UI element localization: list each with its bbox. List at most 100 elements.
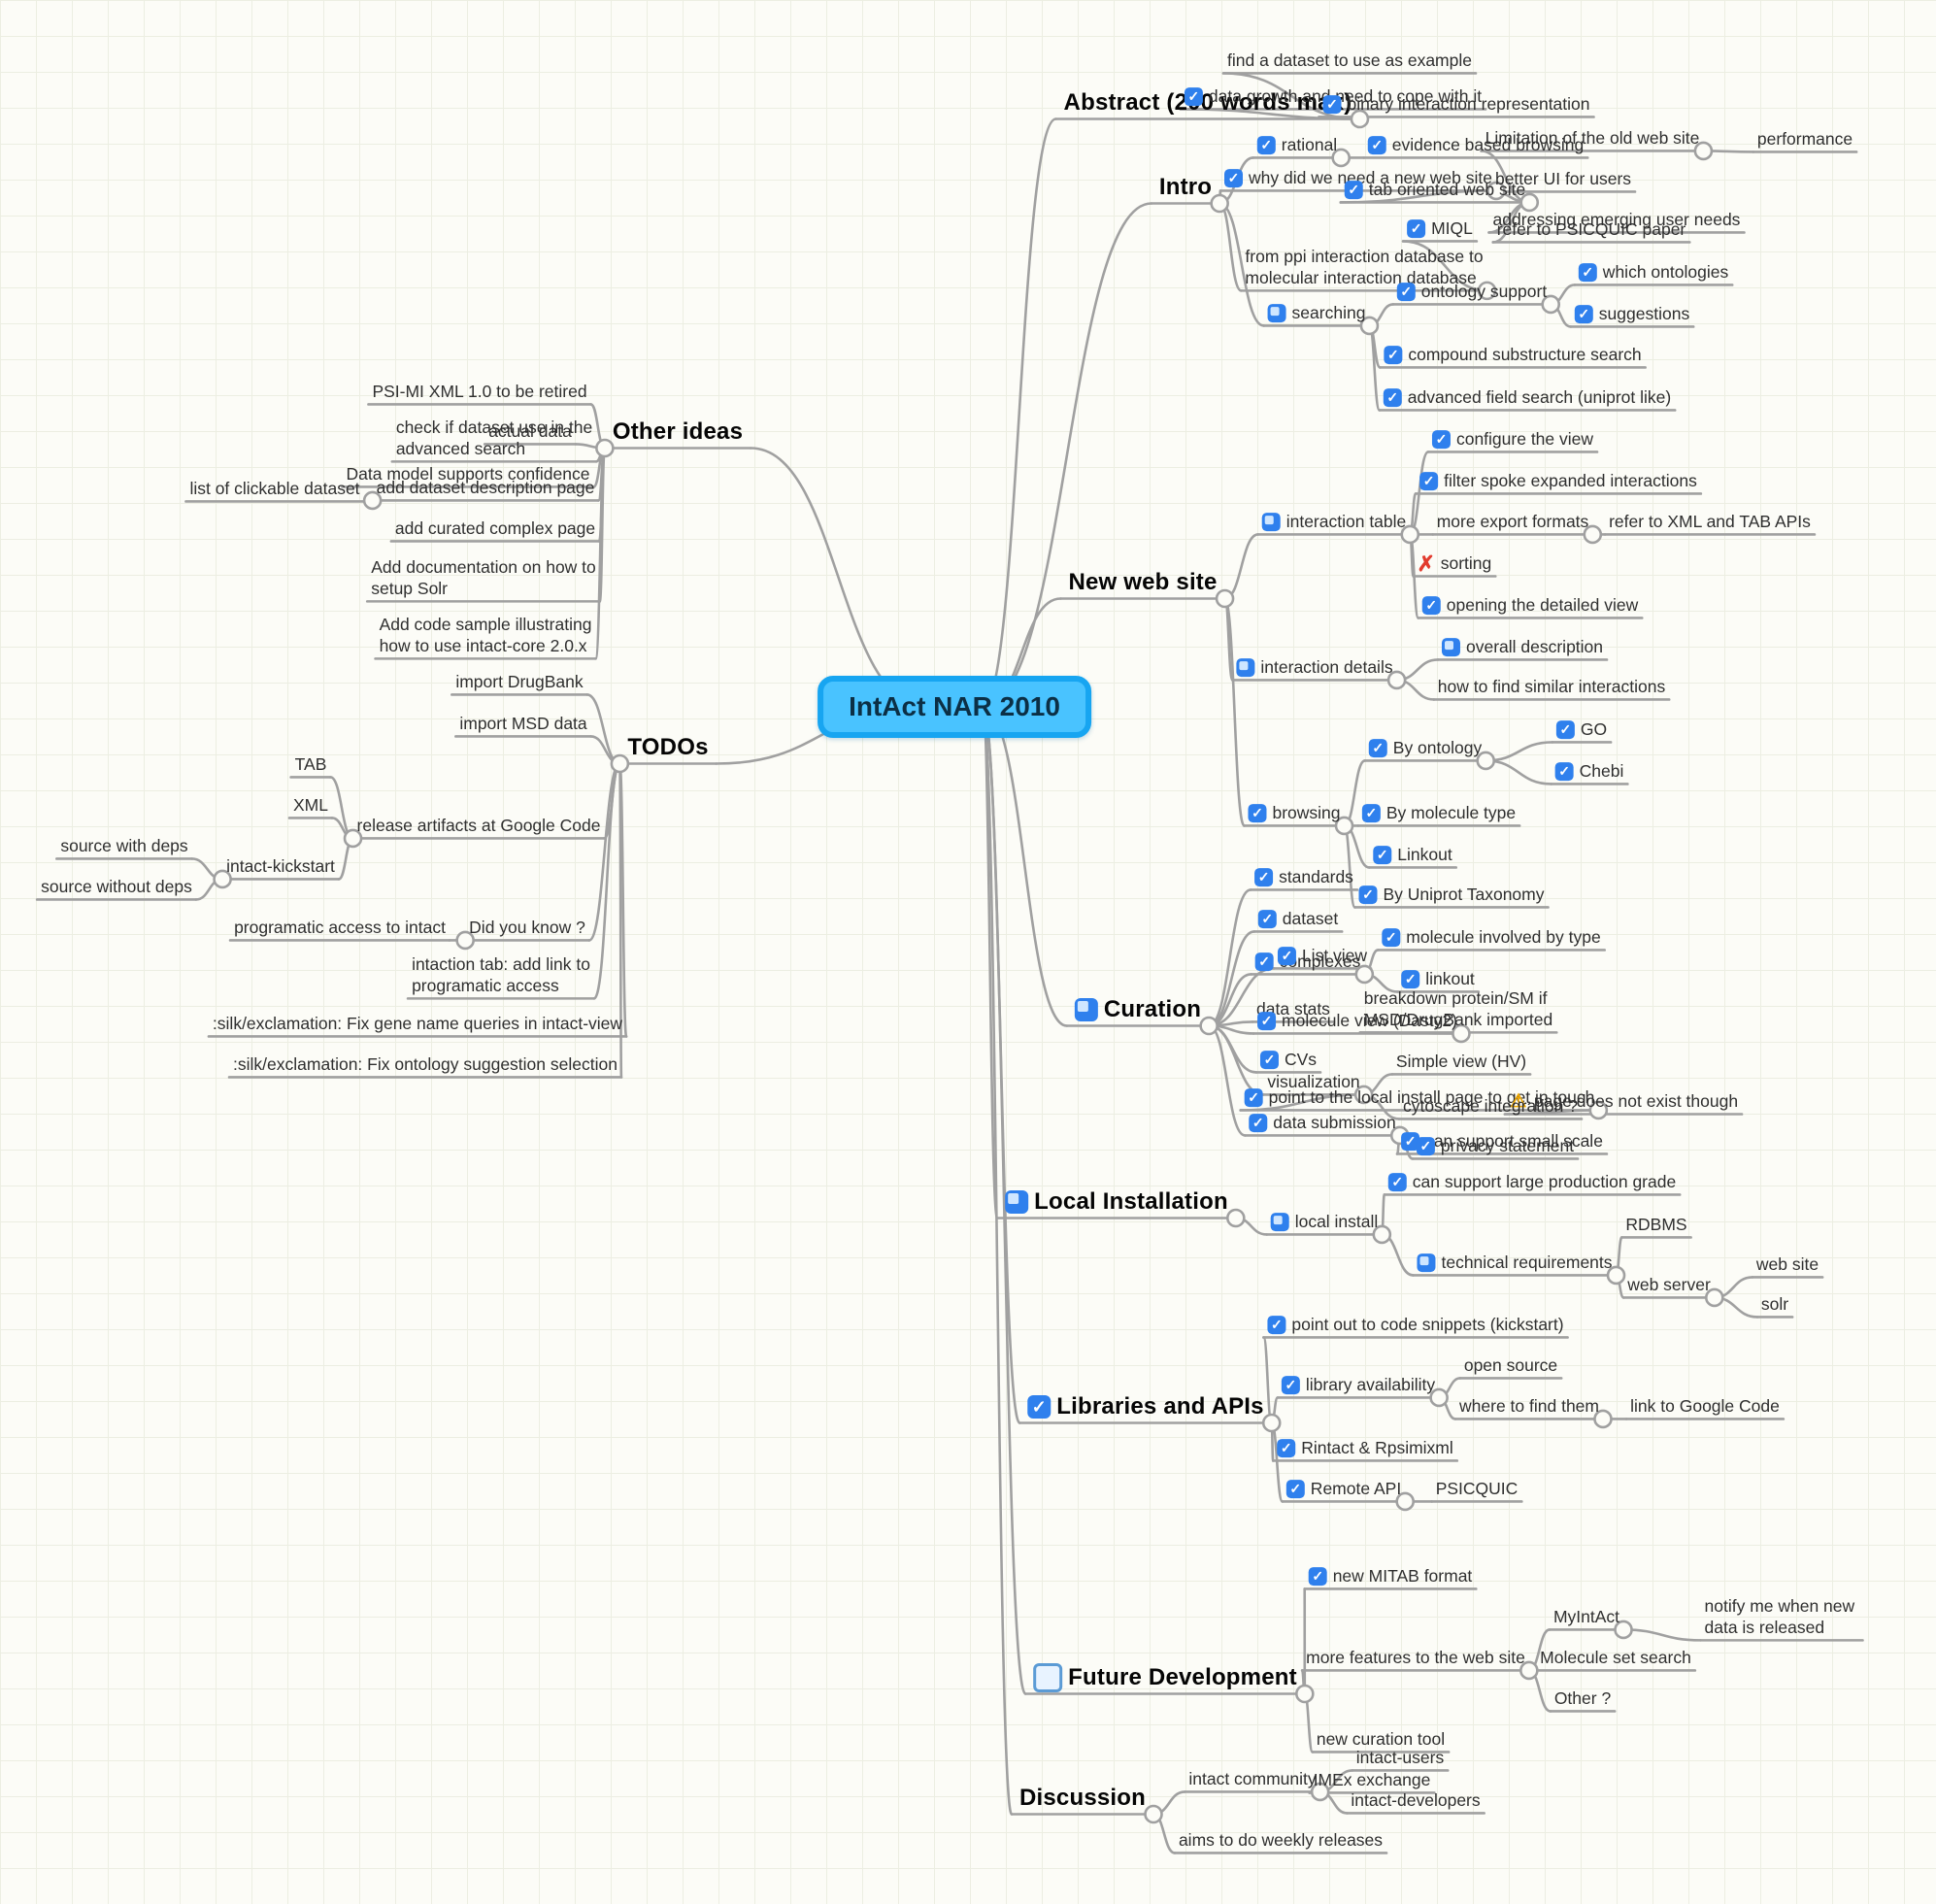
node-suggestions[interactable]: ✓suggestions xyxy=(1574,304,1689,325)
node-complexes[interactable]: ✓complexes xyxy=(1254,952,1360,973)
node-rdbms[interactable]: RDBMS xyxy=(1625,1215,1686,1236)
node-intact-users[interactable]: intact-users xyxy=(1356,1748,1444,1769)
node-add-doc-solr[interactable]: Add documentation on how to setup Solr xyxy=(371,557,596,600)
node-compound-substructure[interactable]: ✓compound substructure search xyxy=(1384,345,1642,366)
node-notify-me[interactable]: notify me when new data is released xyxy=(1705,1596,1859,1639)
node-discussion[interactable]: Discussion xyxy=(1019,1784,1146,1813)
node-todos[interactable]: TODOs xyxy=(627,733,708,762)
node-browsing[interactable]: ✓browsing xyxy=(1248,803,1341,824)
node-how-find-similar[interactable]: how to find similar interactions xyxy=(1438,677,1665,698)
node-interaction-details[interactable]: interaction details xyxy=(1236,657,1393,679)
node-did-you-know[interactable]: Did you know ? xyxy=(469,918,585,939)
node-add-code-sample[interactable]: Add code sample illustrating how to use … xyxy=(380,615,592,657)
node-dataset[interactable]: ✓dataset xyxy=(1257,909,1338,930)
node-evidence-based[interactable]: ✓evidence based browsing xyxy=(1367,135,1584,156)
node-open-source[interactable]: open source xyxy=(1464,1355,1557,1377)
node-curation[interactable]: Curation xyxy=(1074,995,1201,1024)
node-myintact[interactable]: MyIntAct xyxy=(1553,1607,1619,1628)
node-list-view[interactable]: ✓List view xyxy=(1277,946,1367,967)
node-filter-spoke[interactable]: ✓filter spoke expanded interactions xyxy=(1419,471,1697,492)
node-ontology-support[interactable]: ✓ontology support xyxy=(1396,282,1547,303)
node-programatic-access[interactable]: programatic access to intact xyxy=(234,918,446,939)
node-find-dataset[interactable]: find a dataset to use as example xyxy=(1227,50,1472,72)
node-source-with-deps[interactable]: source with deps xyxy=(60,836,187,857)
node-configure-view[interactable]: ✓configure the view xyxy=(1431,429,1593,451)
node-intact-kickstart[interactable]: intact-kickstart xyxy=(226,856,335,878)
node-privacy[interactable]: ✓privacy statement xyxy=(1416,1136,1574,1157)
node-fix-gene[interactable]: :silk/exclamation: Fix gene name queries… xyxy=(213,1014,622,1035)
node-check-dataset[interactable]: check if dataset use in the advanced sea… xyxy=(396,418,592,460)
node-link-google[interactable]: link to Google Code xyxy=(1630,1396,1780,1418)
root-node[interactable]: IntAct NAR 2010 xyxy=(818,676,1091,738)
node-imex-exchange[interactable]: IMEx exchange xyxy=(1314,1770,1431,1791)
node-molecule-view[interactable]: ✓molecule view (Dasty2) xyxy=(1257,1011,1457,1032)
node-by-molecule-type[interactable]: ✓By molecule type xyxy=(1361,803,1516,824)
node-opening-detailed[interactable]: ✓opening the detailed view xyxy=(1421,595,1638,617)
node-chebi[interactable]: ✓Chebi xyxy=(1554,761,1623,783)
node-interaction-table[interactable]: interaction table xyxy=(1261,512,1406,533)
node-new-mitab[interactable]: ✓new MITAB format xyxy=(1308,1566,1472,1587)
node-can-small[interactable]: ✓can support small scale xyxy=(1401,1131,1603,1152)
node-release-artifacts[interactable]: release artifacts at Google Code xyxy=(357,816,601,837)
node-refer-xml-tab[interactable]: refer to XML and TAB APIs xyxy=(1609,512,1811,533)
node-standards[interactable]: ✓standards xyxy=(1254,867,1353,888)
node-add-dataset-desc[interactable]: add dataset description page xyxy=(377,478,595,499)
node-limitation-old[interactable]: Limitation of the old web site xyxy=(1485,128,1700,150)
node-can-large[interactable]: ✓can support large production grade xyxy=(1387,1172,1676,1193)
node-list-clickable[interactable]: list of clickable dataset xyxy=(189,479,359,500)
node-visualization[interactable]: visualization xyxy=(1267,1072,1359,1093)
node-performance[interactable]: performance xyxy=(1757,129,1853,150)
node-miql[interactable]: ✓MIQL xyxy=(1407,218,1473,240)
node-cytoscape[interactable]: cytoscape integration ? xyxy=(1403,1096,1578,1118)
node-point-local[interactable]: ✓point to the local install page to get … xyxy=(1244,1087,1594,1109)
node-better-ui[interactable]: better UI for users xyxy=(1495,169,1631,190)
node-point-code[interactable]: ✓point out to code snippets (kickstart) xyxy=(1267,1315,1564,1336)
node-local-installation[interactable]: Local Installation xyxy=(1005,1187,1228,1217)
node-import-drugbank[interactable]: import DrugBank xyxy=(455,672,583,693)
node-intaction-tab[interactable]: intaction tab: add link to programatic a… xyxy=(412,954,590,997)
node-web-site[interactable]: web site xyxy=(1756,1254,1819,1276)
node-molecule-involved[interactable]: ✓molecule involved by type xyxy=(1382,927,1601,949)
node-rational[interactable]: ✓rational xyxy=(1256,135,1337,156)
node-new-curation-tool[interactable]: new curation tool xyxy=(1317,1729,1445,1751)
node-actual-data[interactable]: actual data xyxy=(488,421,572,443)
node-libraries-apis[interactable]: ✓Libraries and APIs xyxy=(1027,1392,1264,1421)
node-add-curated-complex[interactable]: add curated complex page xyxy=(395,518,595,540)
node-by-ontology[interactable]: ✓By ontology xyxy=(1368,738,1482,759)
node-solr[interactable]: solr xyxy=(1761,1294,1788,1316)
node-other-q[interactable]: Other ? xyxy=(1554,1688,1611,1710)
node-linkout-browsing[interactable]: ✓Linkout xyxy=(1373,845,1452,866)
node-page-not-exist[interactable]: ⚠page does not exist though xyxy=(1509,1091,1738,1113)
node-data-model[interactable]: Data model supports confidence xyxy=(347,464,590,485)
node-sorting[interactable]: ✗sorting xyxy=(1418,551,1492,576)
node-fix-ontology[interactable]: :silk/exclamation: Fix ontology suggesti… xyxy=(233,1054,618,1076)
node-where-find[interactable]: where to find them xyxy=(1459,1396,1599,1418)
node-overall-desc[interactable]: overall description xyxy=(1441,637,1603,658)
node-searching[interactable]: searching xyxy=(1267,303,1365,324)
node-psi-mi-retired[interactable]: PSI-MI XML 1.0 to be retired xyxy=(372,382,586,403)
node-library-avail[interactable]: ✓library availability xyxy=(1281,1375,1435,1396)
node-addressing-needs[interactable]: addressing emerging user needs xyxy=(1493,210,1741,231)
node-linkout-complexes[interactable]: ✓linkout xyxy=(1401,969,1475,990)
node-intact-community[interactable]: intact community xyxy=(1188,1769,1316,1790)
node-psicquic[interactable]: PSICQUIC xyxy=(1436,1479,1519,1500)
node-binary-repr[interactable]: ✓binary interaction representation xyxy=(1322,94,1590,116)
node-from-ppi[interactable]: from ppi interaction database to molecul… xyxy=(1245,247,1483,289)
node-web-server[interactable]: web server xyxy=(1627,1275,1711,1296)
node-remote-api[interactable]: ✓Remote API xyxy=(1285,1479,1401,1500)
node-import-msd[interactable]: import MSD data xyxy=(459,714,586,735)
node-xml-fmt[interactable]: XML xyxy=(293,795,328,817)
node-intact-developers[interactable]: intact-developers xyxy=(1351,1790,1480,1812)
node-local-install[interactable]: local install xyxy=(1270,1212,1378,1233)
node-new-web-site[interactable]: New web site xyxy=(1068,568,1217,597)
node-tab-fmt[interactable]: TAB xyxy=(295,754,327,776)
node-more-features[interactable]: more features to the web site xyxy=(1306,1648,1525,1669)
node-data-submission[interactable]: ✓data submission xyxy=(1249,1113,1396,1134)
node-source-without-deps[interactable]: source without deps xyxy=(41,877,192,898)
node-simple-view[interactable]: Simple view (HV) xyxy=(1396,1052,1526,1073)
node-cvs[interactable]: ✓CVs xyxy=(1259,1050,1317,1071)
node-go[interactable]: ✓GO xyxy=(1555,719,1607,741)
node-aims-weekly[interactable]: aims to do weekly releases xyxy=(1179,1830,1383,1852)
node-by-uniprot[interactable]: ✓By Uniprot Taxonomy xyxy=(1358,885,1545,906)
